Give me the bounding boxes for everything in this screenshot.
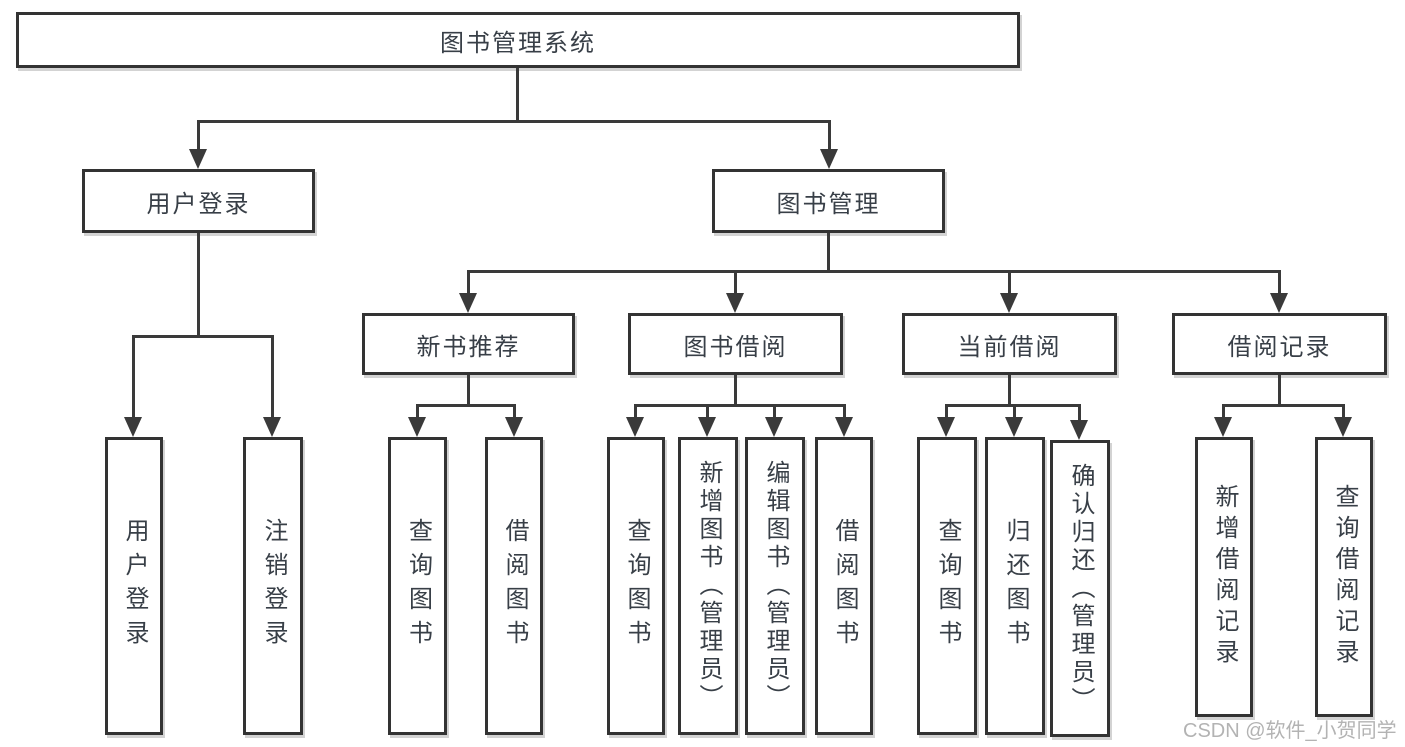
- leaf-query-books: 查询图书: [607, 437, 665, 735]
- arrow-down-icon: [937, 417, 955, 437]
- arrow-down-icon: [124, 417, 142, 437]
- connector-line: [634, 404, 637, 420]
- connector-line: [197, 120, 831, 123]
- connector-line: [467, 270, 1281, 273]
- arrow-down-icon: [726, 293, 744, 313]
- arrow-down-icon: [1214, 417, 1232, 437]
- connector-line: [416, 404, 419, 420]
- node-book-borrow: 图书借阅: [628, 313, 843, 375]
- connector-line: [734, 270, 737, 296]
- connector-line: [132, 335, 135, 419]
- connector-line: [828, 120, 831, 153]
- connector-line: [197, 120, 200, 153]
- connector-line: [1222, 404, 1344, 407]
- connector-line: [132, 335, 274, 338]
- connector-line: [1342, 404, 1345, 420]
- connector-line: [734, 375, 737, 407]
- connector-line: [1278, 375, 1281, 407]
- leaf-add-books-admin: 新增图书（管理员）: [678, 437, 738, 735]
- arrow-down-icon: [1270, 293, 1288, 313]
- node-borrow-records: 借阅记录: [1172, 313, 1387, 375]
- arrow-down-icon: [626, 417, 644, 437]
- arrow-down-icon: [505, 417, 523, 437]
- connector-line: [197, 233, 200, 338]
- arrow-down-icon: [698, 417, 716, 437]
- connector-line: [827, 233, 830, 272]
- arrow-down-icon: [263, 417, 281, 437]
- connector-line: [706, 404, 709, 420]
- connector-line: [843, 404, 846, 420]
- leaf-edit-books-admin: 编辑图书（管理员）: [745, 437, 805, 735]
- arrow-down-icon: [459, 293, 477, 313]
- connector-line: [1078, 404, 1081, 420]
- leaf-query-borrow-record: 查询借阅记录: [1315, 437, 1373, 717]
- connector-line: [271, 335, 274, 419]
- arrow-down-icon: [189, 149, 207, 169]
- arrow-down-icon: [835, 417, 853, 437]
- csdn-watermark: CSDN @软件_小贺同学: [1183, 720, 1397, 742]
- arrow-down-icon: [1005, 417, 1023, 437]
- arrow-down-icon: [765, 417, 783, 437]
- connector-line: [634, 404, 846, 407]
- leaf-borrow-books: 借阅图书: [815, 437, 873, 735]
- connector-line: [1008, 375, 1011, 407]
- leaf-query-books: 查询图书: [917, 437, 977, 735]
- leaf-confirm-return-admin: 确认归还（管理员）: [1050, 440, 1110, 737]
- arrow-down-icon: [1000, 293, 1018, 313]
- node-new-book-recommend: 新书推荐: [362, 313, 575, 375]
- arrow-down-icon: [820, 149, 838, 169]
- leaf-return-books: 归还图书: [985, 437, 1045, 735]
- connector-line: [467, 375, 470, 407]
- connector-line: [416, 404, 516, 407]
- leaf-borrow-books: 借阅图书: [485, 437, 543, 735]
- node-current-borrow: 当前借阅: [902, 313, 1117, 375]
- node-book-management: 图书管理: [712, 169, 945, 233]
- node-user-login: 用户登录: [82, 169, 315, 233]
- leaf-add-borrow-record: 新增借阅记录: [1195, 437, 1253, 717]
- leaf-query-books: 查询图书: [388, 437, 447, 735]
- arrow-down-icon: [408, 417, 426, 437]
- arrow-down-icon: [1070, 420, 1088, 440]
- node-root-library-system: 图书管理系统: [16, 12, 1020, 68]
- leaf-logout: 注销登录: [243, 437, 303, 735]
- connector-line: [773, 404, 776, 420]
- connector-line: [1013, 404, 1016, 420]
- connector-line: [1278, 270, 1281, 296]
- connector-line: [513, 404, 516, 420]
- connector-line: [1008, 270, 1011, 296]
- connector-line: [467, 270, 470, 296]
- connector-line: [516, 68, 519, 122]
- leaf-user-login: 用户登录: [105, 437, 163, 735]
- connector-line: [1222, 404, 1225, 420]
- arrow-down-icon: [1334, 417, 1352, 437]
- connector-line: [945, 404, 948, 420]
